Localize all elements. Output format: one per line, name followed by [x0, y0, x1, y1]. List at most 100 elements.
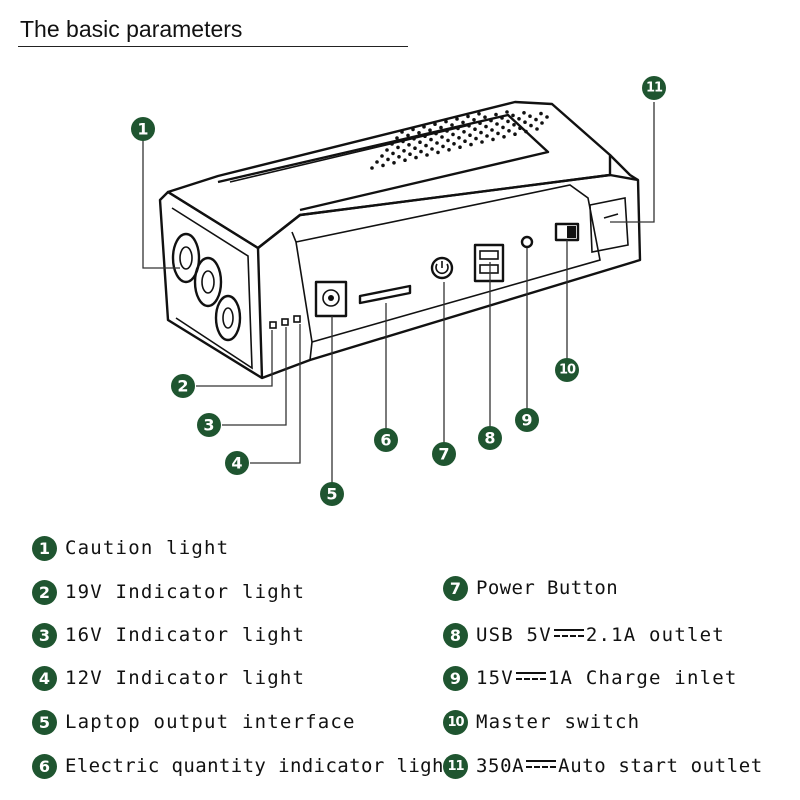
- speaker-dot: [491, 137, 495, 142]
- speaker-dot: [494, 112, 498, 117]
- speaker-dot: [523, 120, 527, 124]
- legend-number: 3: [32, 622, 57, 648]
- legend-item: 5 Laptop output interface: [32, 706, 356, 738]
- legend-number: 2: [32, 579, 57, 605]
- callout-10: 10: [555, 358, 579, 382]
- master-switch: [554, 222, 580, 242]
- speaker-dot: [446, 138, 450, 143]
- callout-label: 6: [380, 431, 391, 450]
- legend-label: 16V Indicator light: [65, 624, 306, 646]
- speaker-dot: [385, 148, 389, 152]
- speaker-dot: [408, 152, 412, 156]
- speaker-dot: [477, 112, 481, 116]
- speaker-dot: [424, 143, 428, 148]
- speaker-dot: [455, 117, 459, 121]
- speaker-dot: [539, 111, 543, 116]
- speaker-dot: [484, 124, 488, 129]
- speaker-dot: [430, 147, 434, 151]
- speaker-dot: [433, 122, 437, 126]
- speaker-dot: [441, 144, 445, 149]
- legend-label-pre: USB 5V: [476, 624, 552, 646]
- speaker-dot: [472, 118, 476, 122]
- speaker-dot: [435, 141, 439, 145]
- speaker-dot: [413, 146, 417, 150]
- dc-symbol-icon: [526, 758, 557, 770]
- speaker-dot: [500, 116, 504, 120]
- speaker-dot: [513, 132, 517, 136]
- callout-label: 11: [646, 81, 663, 96]
- speaker-grille: [370, 110, 549, 170]
- legend-item: 7 Power Button: [443, 572, 618, 604]
- speaker-dot: [445, 129, 449, 133]
- speaker-dot: [522, 111, 526, 115]
- legend-item: 3 16V Indicator light: [32, 619, 305, 651]
- legend-number: 11: [443, 753, 468, 779]
- speaker-dot: [524, 129, 528, 134]
- callout-1: 1: [131, 117, 155, 141]
- legend-label: 12V Indicator light: [65, 667, 306, 689]
- speaker-dot: [439, 125, 443, 130]
- speaker-dot: [463, 139, 467, 143]
- speaker-dot: [474, 136, 478, 141]
- speaker-dot: [528, 114, 532, 118]
- speaker-dot: [473, 127, 477, 131]
- callout-label: 5: [326, 485, 337, 504]
- speaker-dot: [414, 155, 418, 160]
- speaker-dot: [392, 161, 396, 165]
- speaker-dot: [469, 142, 473, 147]
- speaker-dot: [418, 140, 422, 144]
- callout-label: 8: [484, 429, 495, 448]
- speaker-dot: [447, 148, 451, 152]
- speaker-dot: [419, 149, 423, 154]
- callout-5: 5: [320, 482, 344, 506]
- speaker-dot: [450, 123, 454, 127]
- speaker-dot: [512, 123, 516, 127]
- speaker-dot: [381, 163, 385, 168]
- leader-lines: [142, 102, 655, 486]
- speaker-dot: [466, 114, 470, 119]
- speaker-dot: [434, 131, 438, 136]
- legend-item: 6 Electric quantity indicator light: [32, 750, 456, 782]
- speaker-dot: [407, 143, 411, 147]
- callout-3: 3: [197, 413, 221, 437]
- legend-label: Power Button: [476, 577, 619, 599]
- speaker-dot: [457, 136, 461, 140]
- speaker-dot: [462, 130, 466, 134]
- power-button-drawing: [430, 256, 454, 280]
- speaker-dot: [403, 158, 407, 162]
- speaker-dot: [417, 131, 421, 135]
- legend-number: 1: [32, 535, 57, 561]
- charge-inlet: [520, 235, 534, 249]
- speaker-dot: [529, 123, 533, 128]
- legend-item: 1 Caution light: [32, 532, 229, 564]
- speaker-dot: [496, 131, 500, 136]
- speaker-dot: [425, 153, 429, 157]
- device-diagram: 1 2 3 4 5 6 7 8 9 10 11: [131, 76, 666, 506]
- speaker-dot: [489, 118, 493, 123]
- legend-label: Master switch: [476, 711, 641, 733]
- speaker-dot: [400, 130, 404, 134]
- callout-label: 4: [231, 454, 242, 473]
- speaker-dot: [390, 142, 394, 146]
- speaker-dot: [461, 120, 465, 125]
- legend-label: Laptop output interface: [65, 711, 356, 733]
- speaker-dot: [478, 121, 482, 125]
- speaker-dot: [395, 136, 399, 140]
- clamp-sockets: [171, 232, 242, 342]
- speaker-dot: [456, 126, 460, 131]
- legend-label: Electric quantity indicator light: [65, 755, 456, 777]
- legend-label: 19V Indicator light: [65, 581, 306, 603]
- speaker-dot: [375, 160, 379, 164]
- speaker-dot: [467, 124, 471, 128]
- speaker-dot: [458, 145, 462, 149]
- legend-number: 10: [443, 709, 468, 735]
- speaker-dot: [495, 122, 499, 126]
- dc-symbol-icon: [553, 627, 584, 639]
- legend-label-post: Auto start outlet: [558, 755, 763, 777]
- speaker-dot: [501, 125, 505, 130]
- callout-6: 6: [374, 428, 398, 452]
- speaker-dot: [380, 154, 384, 158]
